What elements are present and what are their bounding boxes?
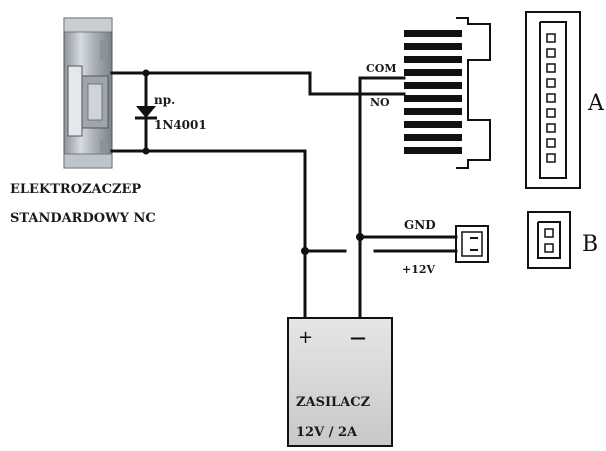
connector-b-label: B — [582, 232, 598, 257]
power-supply — [287, 317, 393, 447]
psu-plus-label: + — [298, 327, 313, 348]
power-input-connector — [455, 225, 489, 263]
strike-title-line2: STANDARDOWY NC — [10, 211, 156, 226]
psu-minus-label: — — [350, 328, 366, 347]
connector-a — [525, 11, 581, 189]
v12-wire — [301, 247, 458, 255]
diode-label-part: 1N4001 — [154, 118, 207, 132]
gnd-label: GND — [404, 218, 436, 232]
v12-label: +12V — [402, 263, 436, 276]
relay-terminal-block — [404, 17, 491, 169]
com-label: COM — [366, 62, 397, 75]
no-label: NO — [370, 96, 390, 109]
strike-top-wire — [110, 71, 364, 96]
psu-rating: 12V / 2A — [296, 425, 358, 440]
psu-name: ZASILACZ — [296, 395, 371, 410]
terminal-pins — [404, 30, 462, 154]
strike-title-line1: ELEKTROZACZEP — [10, 182, 141, 197]
electric-strike — [63, 17, 113, 169]
connector-a-label: A — [587, 91, 605, 116]
diode-label-np: np. — [154, 93, 175, 107]
diode — [135, 69, 157, 155]
strike-bottom-wire — [110, 149, 307, 332]
gnd-wire — [356, 76, 458, 332]
connector-b — [527, 211, 571, 269]
